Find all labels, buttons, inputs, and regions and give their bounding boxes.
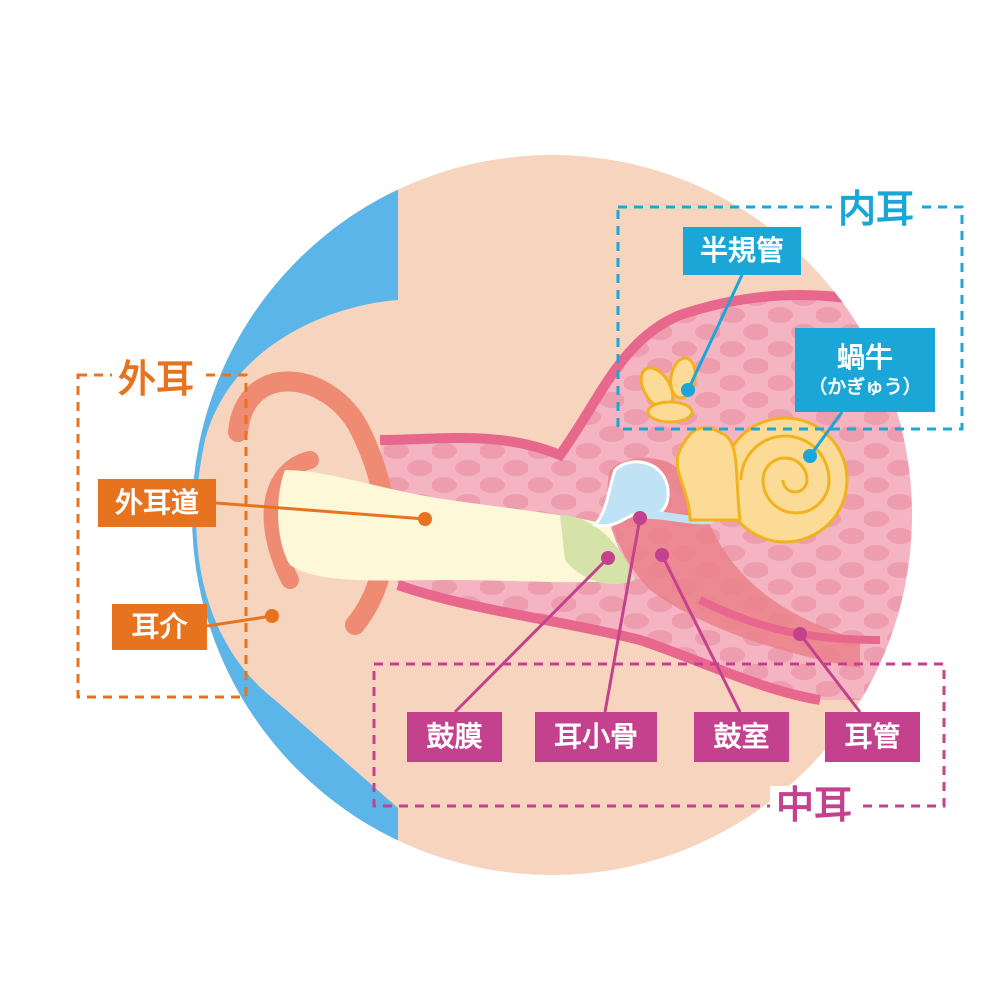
leader-lines xyxy=(206,274,862,714)
tissue-border-bottom xyxy=(396,580,821,705)
semicircular-canals-shape xyxy=(639,356,697,424)
leader-semicircular xyxy=(686,274,744,391)
label-ossicles: 耳小骨 xyxy=(535,712,657,762)
label-semicircular-canals: 半規管 xyxy=(683,227,801,275)
label-ear-canal: 外耳道 xyxy=(98,479,216,527)
leader-auricle xyxy=(206,614,273,628)
label-eustachian-tube: 耳管 xyxy=(825,712,920,762)
outer-ear-title: 外耳 xyxy=(112,360,201,398)
leader-dots xyxy=(265,383,817,641)
leader-ossicles xyxy=(603,517,642,713)
leader-tympanic xyxy=(660,554,742,713)
tissue-border-top xyxy=(379,290,861,462)
leader-eardrum xyxy=(453,556,610,714)
tympanic-cavity-shape xyxy=(607,457,860,668)
leader-ear-canal xyxy=(215,501,426,521)
middle-ear-title: 中耳 xyxy=(770,786,859,824)
inner-ear-title: 内耳 xyxy=(832,190,921,228)
leader-eustachian xyxy=(798,633,862,713)
eustachian-tube-shape xyxy=(698,596,881,644)
label-auricle: 耳介 xyxy=(112,604,207,650)
leader-cochlea xyxy=(808,411,844,457)
label-cochlea: 蝸牛 （かぎゅう） xyxy=(795,328,935,412)
auricle-inner-fold xyxy=(263,451,319,589)
eardrum-shape xyxy=(560,515,635,584)
label-eardrum: 鼓膜 xyxy=(407,712,502,762)
label-tympanic-cavity: 鼓室 xyxy=(694,712,789,762)
inner-ear-group-box xyxy=(616,205,964,431)
label-cochlea-reading: （かぎゅう） xyxy=(808,375,922,398)
ear-canal-shape xyxy=(278,470,630,583)
middle-ear-group-box xyxy=(372,662,946,808)
label-cochlea-name: 蝸牛 xyxy=(836,340,893,374)
